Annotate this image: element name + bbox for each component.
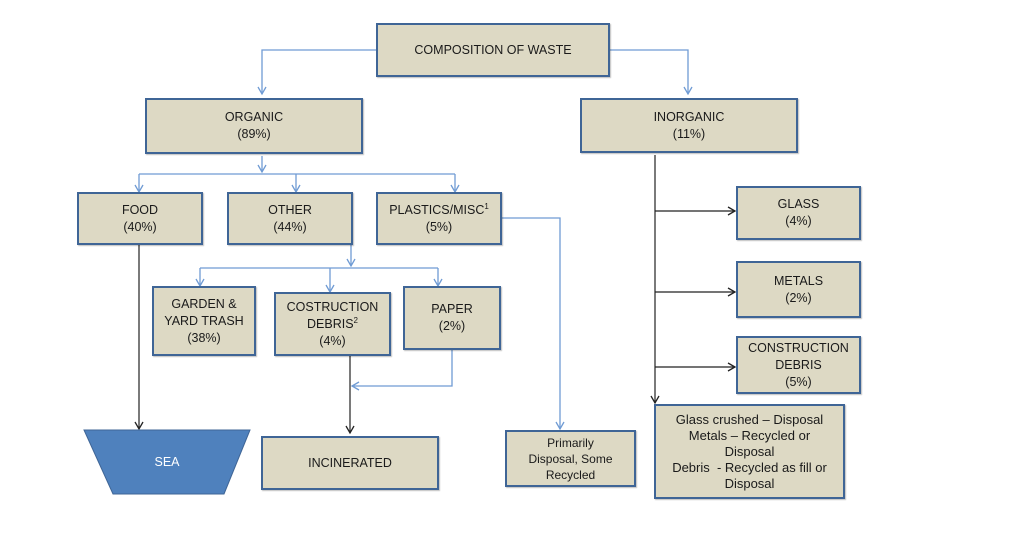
connector-paper-to-incinerated [350,350,453,391]
sea-shape [83,429,251,495]
node-text-line5: Disposal [724,475,775,491]
node-share: (2%) [785,290,812,305]
node-share: (44%) [273,219,307,234]
node-share: (5%) [425,219,453,234]
node-organic: ORGANIC (89%) [145,98,363,154]
node-label-line: PLASTICS/MISC1 [389,202,489,219]
node-text-line3: Disposal [724,443,775,459]
node-label: METALS [773,273,824,288]
node-glass: GLASS (4%) [736,186,861,240]
node-text-line1: Primarily [547,435,594,450]
node-text-line2: Metals – Recycled or [688,427,811,443]
node-metals: METALS (2%) [736,261,861,318]
node-share: (40%) [123,219,157,234]
node-share: (4%) [785,214,812,228]
connector-root-organic [257,49,377,96]
node-label: INCINERATED [308,455,392,470]
node-plastics-misc: PLASTICS/MISC1 (5%) [376,192,502,245]
node-label: DEBRIS [307,316,354,331]
node-plastics-fate: Primarily Disposal, Some Recycled [505,430,636,487]
node-share: (5%) [785,374,812,389]
node-construction-debris: CONSTRUCTION DEBRIS (5%) [736,336,861,394]
node-inorganic-fate: Glass crushed – Disposal Metals – Recycl… [654,404,845,499]
node-label: OTHER [268,202,312,217]
node-text-line2: Disposal, Some [528,451,613,466]
node-other: OTHER (44%) [227,192,353,245]
footnote-marker: 2 [353,315,358,325]
node-share: (89%) [237,127,271,141]
node-text-line1: Glass crushed – Disposal [675,411,824,427]
node-share: (4%) [319,333,346,348]
node-label-line2: DEBRIS2 [307,316,358,333]
connector-plastics-to-fate [500,217,565,431]
node-incinerated: INCINERATED [261,436,439,490]
node-garden-yard-trash: GARDEN & YARD TRASH (38%) [152,286,256,356]
node-share: (38%) [187,330,221,345]
node-label: INORGANIC [653,109,725,124]
node-label-line1: CONSTRUCTION [748,340,849,355]
node-label-line2: DEBRIS [775,357,822,372]
node-label: GLASS [777,197,820,211]
node-label-line1: COSTRUCTION [286,299,379,314]
node-costruction-debris: COSTRUCTION DEBRIS2 (4%) [274,292,391,356]
node-text-line3: Recycled [545,467,596,482]
node-label: ORGANIC [224,110,284,124]
footnote-marker: 1 [484,201,489,211]
node-label: COMPOSITION OF WASTE [414,42,572,57]
node-label: SEA [154,455,180,469]
node-share: (2%) [438,319,466,333]
node-text-line4: Debris - Recycled as fill or [672,459,827,475]
node-label: FOOD [121,202,159,217]
node-paper: PAPER (2%) [403,286,501,350]
node-share: (11%) [672,126,706,141]
node-sea: SEA [82,430,252,494]
node-label: PLASTICS/MISC [389,202,485,217]
node-label-line1: GARDEN & [171,296,237,311]
node-label-line2: YARD TRASH [164,313,244,328]
node-label: PAPER [431,302,473,316]
node-composition-of-waste: COMPOSITION OF WASTE [376,23,610,77]
node-food: FOOD (40%) [77,192,203,245]
connector-root-inorganic [609,49,693,96]
node-inorganic: INORGANIC (11%) [580,98,798,153]
